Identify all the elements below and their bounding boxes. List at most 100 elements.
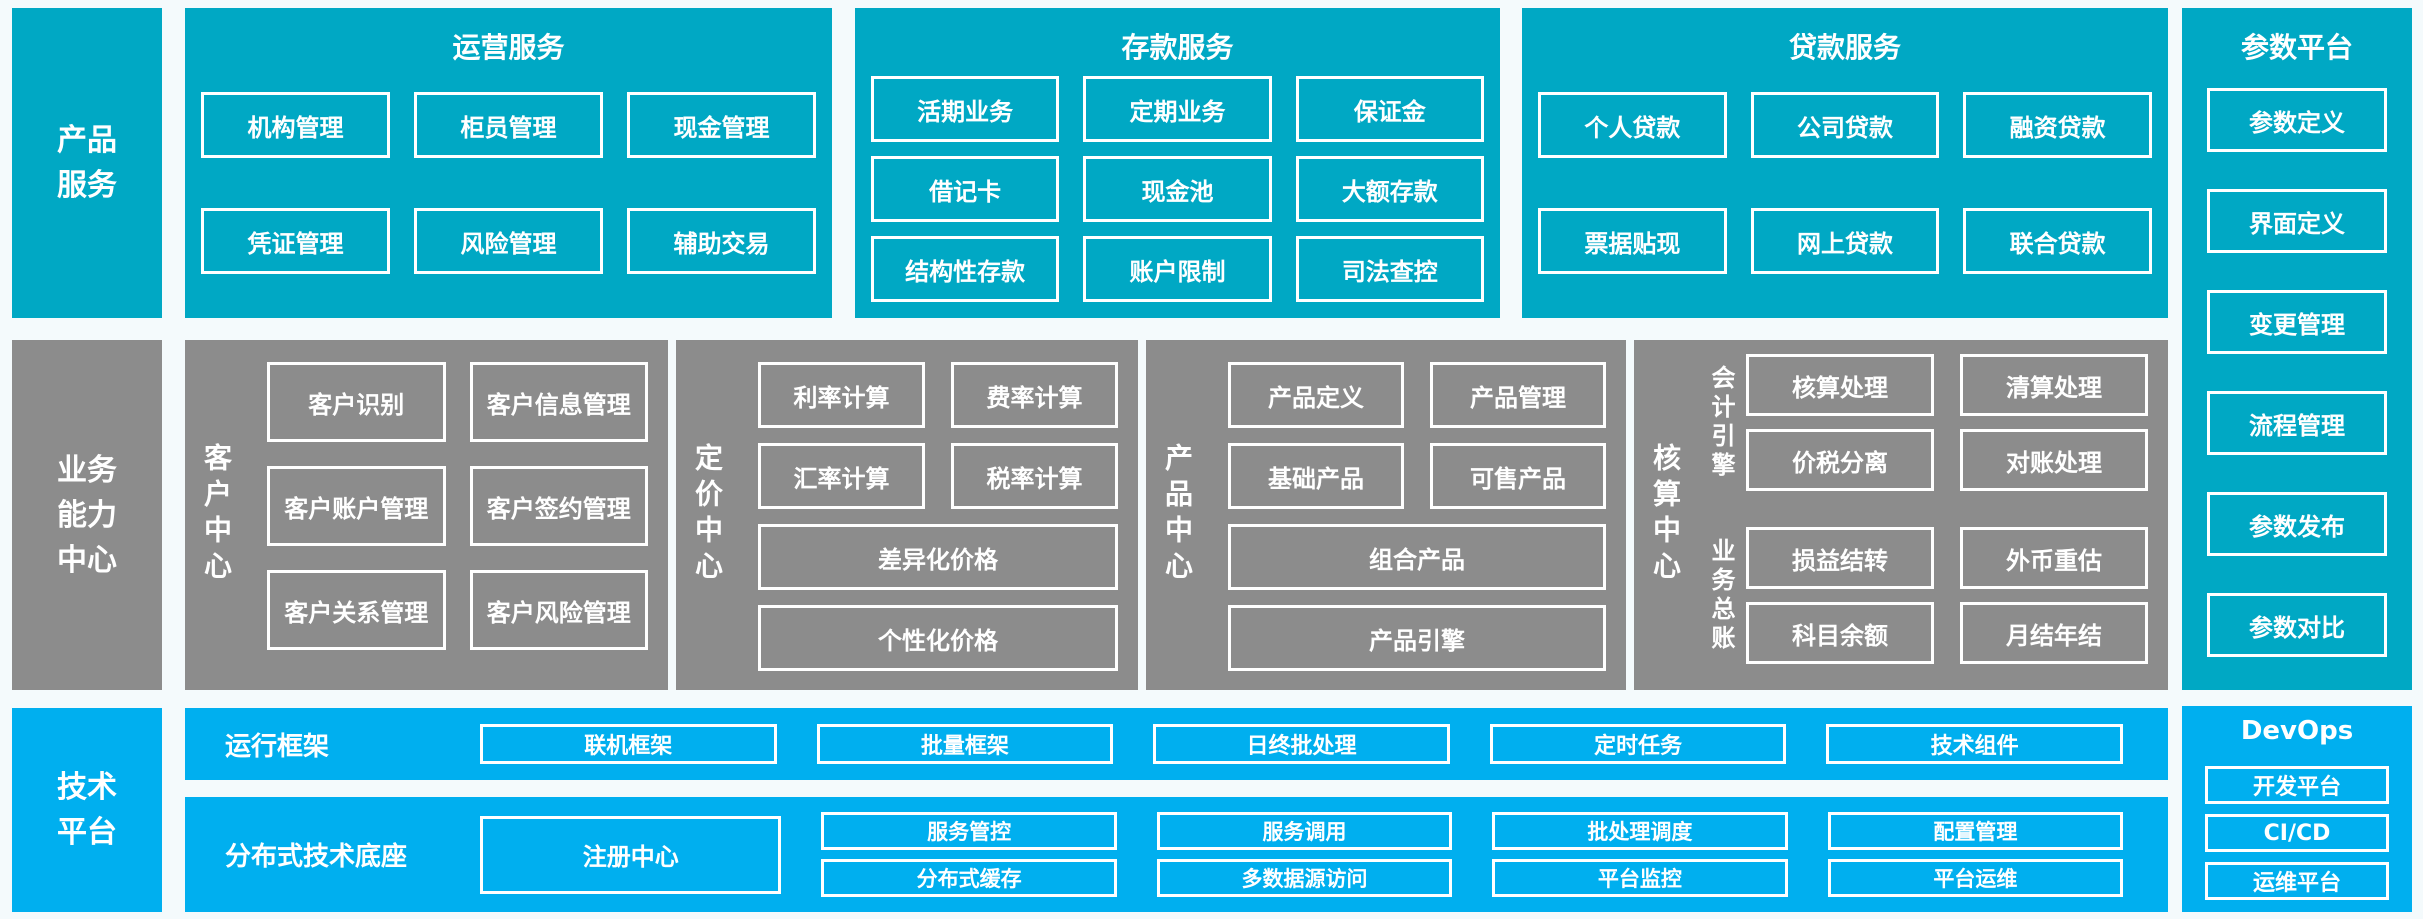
accounting-module-grid: 损益结转 外币重估 科目余额 月结年结 xyxy=(1746,527,2148,664)
operations-module-button: 柜员管理 xyxy=(414,92,603,158)
section-product-center: 产品中心 产品定义 产品管理 基础产品 可售产品 组合产品 产品引擎 xyxy=(1146,340,1626,690)
customer-center-label: 客户中心 xyxy=(200,443,233,587)
section-title: 参数平台 xyxy=(2240,31,2353,64)
pricing-module-stack: 利率计算 费率计算 汇率计算 税率计算 差异化价格 个性化价格 xyxy=(738,340,1138,690)
customer-module-button: 客户关系管理 xyxy=(267,570,446,650)
section-operations-services: 运营服务 机构管理 柜员管理 现金管理 凭证管理 风险管理 辅助交易 xyxy=(185,8,832,318)
product-center-label: 产品中心 xyxy=(1161,443,1194,587)
pricing-module-button: 费率计算 xyxy=(951,362,1118,428)
rail-technology-platform: 技术 平台 xyxy=(12,708,162,912)
business-ledger-group: 业务总账 损益结转 外币重估 科目余额 月结年结 xyxy=(1696,527,2148,664)
loan-module-button: 票据贴现 xyxy=(1538,208,1727,274)
vertical-label: 客户中心 xyxy=(185,340,247,690)
distributed-module-button: 服务调用 xyxy=(1156,812,1453,850)
devops-module-button: CI/CD xyxy=(2205,814,2389,852)
deposit-module-button: 定期业务 xyxy=(1083,76,1272,142)
parameter-module-button: 界面定义 xyxy=(2207,189,2387,253)
section-title: 存款服务 xyxy=(1121,31,1234,64)
loan-module-button: 融资贷款 xyxy=(1963,92,2152,158)
vertical-sublabel: 会计引擎 xyxy=(1696,354,1746,491)
devops-title: DevOps xyxy=(2240,716,2354,746)
section-title: 运营服务 xyxy=(452,31,565,64)
section-parameter-platform: 参数平台 参数定义 界面定义 变更管理 流程管理 参数发布 参数对比 xyxy=(2182,8,2412,690)
runtime-module-button: 批量框架 xyxy=(816,724,1114,764)
product-module-button: 产品定义 xyxy=(1228,362,1404,428)
distributed-module-column: 服务调用 多数据源访问 xyxy=(1156,812,1453,897)
customer-module-button: 客户风险管理 xyxy=(469,570,648,650)
loan-module-button: 网上贷款 xyxy=(1750,208,1940,274)
distributed-base-label: 分布式技术底座 xyxy=(225,842,408,872)
deposit-module-button: 结构性存款 xyxy=(871,236,1060,302)
section-deposit-services: 存款服务 活期业务 定期业务 保证金 借记卡 现金池 大额存款 结构性存款 账户… xyxy=(855,8,1500,318)
section-runtime-framework: 运行框架 联机框架 批量框架 日终批处理 定时任务 技术组件 xyxy=(185,708,2168,780)
product-module-button: 可售产品 xyxy=(1430,443,1606,509)
accounting-module-grid: 核算处理 清算处理 价税分离 对账处理 xyxy=(1746,354,2148,491)
parameter-module-list: 参数定义 界面定义 变更管理 流程管理 参数发布 参数对比 xyxy=(2182,66,2412,657)
accounting-groups: 会计引擎 核算处理 清算处理 价税分离 对账处理 业务总账 损益结转 外币重估 … xyxy=(1696,340,2168,690)
rail-product-services: 产品 服务 xyxy=(12,8,162,318)
section-devops: DevOps 开发平台 CI/CD 运维平台 xyxy=(2182,706,2412,912)
accounting-engine-group: 会计引擎 核算处理 清算处理 价税分离 对账处理 xyxy=(1696,354,2148,491)
section-loan-services: 贷款服务 个人贷款 公司贷款 融资贷款 票据贴现 网上贷款 联合贷款 xyxy=(1522,8,2168,318)
deposit-module-grid: 活期业务 定期业务 保证金 借记卡 现金池 大额存款 结构性存款 账户限制 司法… xyxy=(855,66,1500,302)
section-customer-center: 客户中心 客户识别 客户信息管理 客户账户管理 客户签约管理 客户关系管理 客户… xyxy=(185,340,668,690)
runtime-module-button: 定时任务 xyxy=(1489,724,1787,764)
pricing-center-label: 定价中心 xyxy=(691,443,724,587)
distributed-module-button: 平台监控 xyxy=(1492,859,1788,897)
deposit-module-button: 账户限制 xyxy=(1083,236,1272,302)
pricing-module-button: 利率计算 xyxy=(758,362,925,428)
product-module-button: 产品引擎 xyxy=(1228,605,1606,671)
product-row: 基础产品 可售产品 xyxy=(1228,443,1606,509)
devops-module-button: 运维平台 xyxy=(2205,862,2389,900)
customer-module-grid: 客户识别 客户信息管理 客户账户管理 客户签约管理 客户关系管理 客户风险管理 xyxy=(247,340,668,690)
deposit-module-button: 活期业务 xyxy=(871,76,1060,142)
accounting-engine-label: 会计引擎 xyxy=(1707,364,1735,481)
product-module-button: 组合产品 xyxy=(1228,524,1606,590)
runtime-module-button: 日终批处理 xyxy=(1153,724,1450,764)
devops-module-button: 开发平台 xyxy=(2205,766,2389,804)
pricing-row: 汇率计算 税率计算 xyxy=(758,443,1118,509)
distributed-module-button: 分布式缓存 xyxy=(821,859,1117,897)
customer-module-button: 客户签约管理 xyxy=(469,466,648,546)
operations-module-button: 凭证管理 xyxy=(201,208,390,274)
pricing-module-button: 汇率计算 xyxy=(758,443,925,509)
accounting-module-button: 价税分离 xyxy=(1746,429,1934,491)
pricing-row: 利率计算 费率计算 xyxy=(758,362,1118,428)
section-accounting-center: 核算中心 会计引擎 核算处理 清算处理 价税分离 对账处理 业务总账 损 xyxy=(1634,340,2168,690)
accounting-module-button: 科目余额 xyxy=(1746,602,1934,664)
customer-module-button: 客户账户管理 xyxy=(267,466,446,546)
distributed-module-column: 批处理调度 平台监控 xyxy=(1492,812,1788,897)
section-distributed-tech-base: 分布式技术底座 注册中心 服务管控 分布式缓存 服务调用 多数据源访问 批处理调… xyxy=(185,797,2168,912)
deposit-module-button: 司法查控 xyxy=(1295,236,1484,302)
distributed-module-button: 多数据源访问 xyxy=(1156,859,1453,897)
distributed-module-button: 平台运维 xyxy=(1827,859,2124,897)
distributed-module-button: 批处理调度 xyxy=(1492,812,1788,850)
loan-module-button: 公司贷款 xyxy=(1750,92,1940,158)
pricing-module-button: 个性化价格 xyxy=(758,605,1118,671)
section-pricing-center: 定价中心 利率计算 费率计算 汇率计算 税率计算 差异化价格 个性化价格 xyxy=(676,340,1138,690)
runtime-framework-label: 运行框架 xyxy=(225,731,330,762)
parameter-module-button: 参数对比 xyxy=(2207,593,2387,657)
distributed-module-column: 服务管控 分布式缓存 xyxy=(821,812,1117,897)
section-title: 贷款服务 xyxy=(1788,31,1901,64)
distributed-module-column: 配置管理 平台运维 xyxy=(1827,812,2124,897)
parameter-module-button: 变更管理 xyxy=(2207,290,2387,354)
accounting-module-button: 损益结转 xyxy=(1746,527,1934,589)
vertical-label: 定价中心 xyxy=(676,340,738,690)
loan-module-button: 联合贷款 xyxy=(1963,208,2152,274)
pricing-module-button: 差异化价格 xyxy=(758,524,1118,590)
customer-module-button: 客户信息管理 xyxy=(469,362,648,442)
rail-business-capability-center: 业务 能力 中心 xyxy=(12,340,162,690)
distributed-module-button: 服务管控 xyxy=(821,812,1117,850)
loan-module-grid: 个人贷款 公司贷款 融资贷款 票据贴现 网上贷款 联合贷款 xyxy=(1522,66,2168,274)
accounting-module-button: 清算处理 xyxy=(1960,354,2148,416)
loan-module-button: 个人贷款 xyxy=(1538,92,1727,158)
registry-center-button: 注册中心 xyxy=(480,815,782,894)
operations-module-button: 现金管理 xyxy=(627,92,816,158)
operations-module-grid: 机构管理 柜员管理 现金管理 凭证管理 风险管理 辅助交易 xyxy=(185,66,832,274)
product-module-button: 基础产品 xyxy=(1228,443,1404,509)
runtime-module-button: 联机框架 xyxy=(480,724,777,764)
distributed-module-button: 配置管理 xyxy=(1827,812,2124,850)
product-module-button: 产品管理 xyxy=(1430,362,1606,428)
